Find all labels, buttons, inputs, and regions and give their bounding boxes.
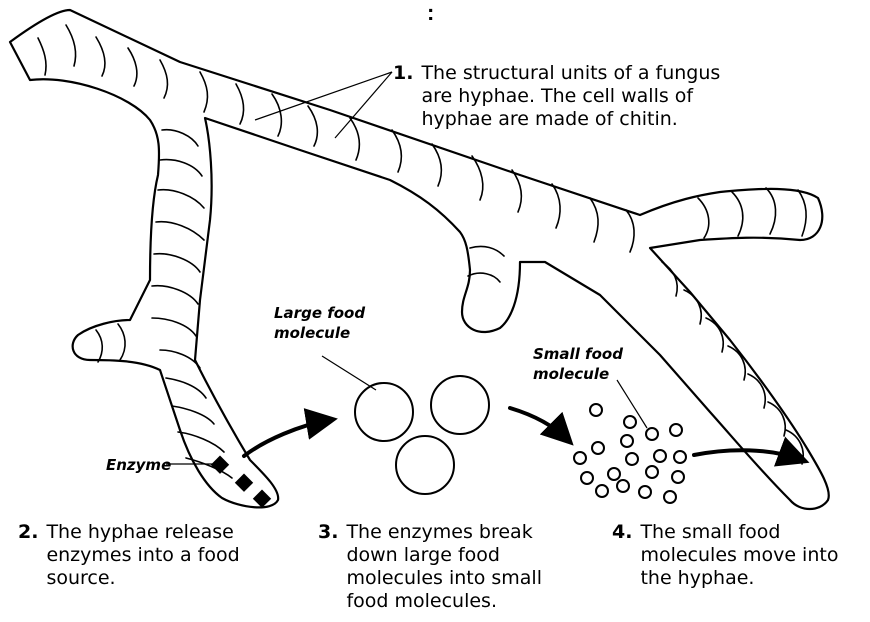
step-2: 2. The hyphae release enzymes into a foo…	[18, 521, 240, 590]
arrow-large-to-small	[510, 408, 568, 440]
step-line: The hyphae release	[46, 521, 239, 544]
step-line: The structural units of a fungus	[421, 62, 720, 85]
step-3: 3. The enzymes break down large food mol…	[318, 521, 542, 613]
step-text: The hyphae release enzymes into a food s…	[46, 521, 239, 590]
step-line: hyphae are made of chitin.	[421, 108, 720, 131]
step-text: The structural units of a fungus are hyp…	[421, 62, 720, 131]
small-food-molecule-label: Small food molecule	[533, 344, 623, 384]
step-number: 4.	[612, 521, 632, 544]
large-food-molecule-label-line: Large food	[274, 303, 365, 323]
step-number: 2.	[18, 521, 38, 544]
enzyme-label: Enzyme	[106, 456, 171, 474]
large-food-molecule-label: Large food molecule	[274, 303, 365, 343]
step-line: molecules into small	[346, 567, 542, 590]
step-line: The small food	[640, 521, 838, 544]
step-line: the hyphae.	[640, 567, 838, 590]
small-food-molecule-label-line: molecule	[533, 364, 623, 384]
step-text: The enzymes break down large food molecu…	[346, 521, 542, 613]
top-mark: :	[427, 0, 434, 26]
large-food-molecule-label-line: molecule	[274, 323, 365, 343]
arrow-release-to-large	[244, 420, 330, 456]
step-text: The small food molecules move into the h…	[640, 521, 838, 590]
step-number: 1.	[393, 62, 413, 85]
step-line: are hyphae. The cell walls of	[421, 85, 720, 108]
small-food-molecule-label-line: Small food	[533, 344, 623, 364]
step-number: 3.	[318, 521, 338, 544]
step-1: 1. The structural units of a fungus are …	[393, 62, 720, 131]
large-molecule-pointer	[322, 356, 376, 390]
step-4: 4. The small food molecules move into th…	[612, 521, 838, 590]
small-food-molecules	[574, 404, 686, 503]
step-line: food molecules.	[346, 590, 542, 613]
large-food-molecule	[355, 383, 413, 441]
step-line: enzymes into a food	[46, 544, 239, 567]
large-food-molecule	[396, 436, 454, 494]
step-line: source.	[46, 567, 239, 590]
step-line: down large food	[346, 544, 542, 567]
large-food-molecule	[431, 376, 489, 434]
step-line: The enzymes break	[346, 521, 542, 544]
step-line: molecules move into	[640, 544, 838, 567]
